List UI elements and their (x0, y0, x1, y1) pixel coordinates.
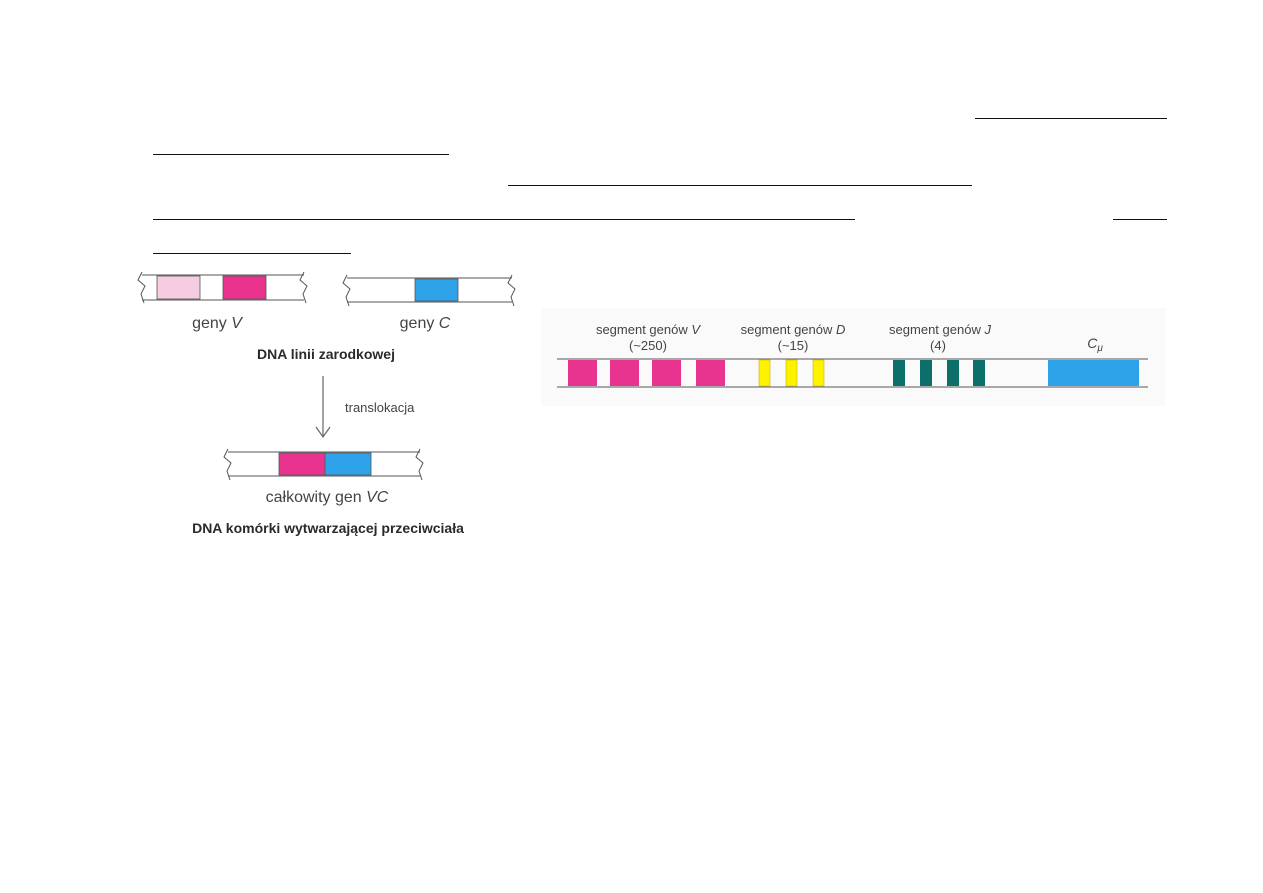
j-segment-3 (947, 360, 959, 386)
germline-c-strand (342, 274, 516, 307)
j-segment-2 (920, 360, 932, 386)
segment-d-count: (~15) (778, 338, 809, 353)
geny-c-label: geny C (400, 315, 451, 332)
germline-v-strand (137, 271, 308, 304)
full-gene-label: całkowity gen VC (266, 489, 389, 506)
underline-5 (1113, 219, 1167, 220)
vdj-dna-strand (557, 358, 1148, 388)
vc-c-part (324, 452, 372, 476)
segment-d-label: segment genów D (741, 322, 846, 337)
underline-6 (153, 253, 351, 254)
v-segment-4 (696, 360, 725, 386)
segment-j-label: segment genów J (889, 322, 991, 337)
j-segment-4 (973, 360, 985, 386)
translocation-diagram: geny V geny C DNA linii zarodkowej trans… (137, 271, 516, 536)
c-mu-label: Cμ (1087, 335, 1103, 354)
vdj-panel-background (541, 308, 1165, 406)
c-mu-segment (1048, 360, 1139, 386)
underline-2 (153, 154, 449, 155)
underline-4 (153, 219, 855, 220)
segment-j-count: (4) (930, 338, 946, 353)
vdj-segments-diagram: segment genów V (~250) segment genów D (… (541, 308, 1165, 406)
underline-3 (508, 185, 972, 186)
d-segment-2 (785, 359, 798, 387)
v-gene-light (156, 275, 201, 300)
v-segment-1 (568, 360, 597, 386)
underline-1 (975, 118, 1167, 119)
d-segment-1 (758, 359, 771, 387)
cell-caption: DNA komórki wytwarzającej przeciwciała (192, 520, 464, 536)
v-segment-3 (652, 360, 681, 386)
d-segment-3 (812, 359, 825, 387)
vc-v-part (278, 452, 326, 476)
rearranged-vc-strand (223, 448, 424, 481)
v-gene-magenta (222, 275, 267, 300)
segment-v-count: (~250) (629, 338, 667, 353)
c-gene-blue (414, 278, 459, 302)
geny-v-label: geny V (192, 315, 243, 332)
segment-v-label: segment genów V (596, 322, 701, 337)
j-segment-1 (893, 360, 905, 386)
translocation-arrow (315, 376, 331, 439)
translocation-label: translokacja (345, 400, 415, 415)
v-segment-2 (610, 360, 639, 386)
germline-caption: DNA linii zarodkowej (257, 346, 395, 362)
